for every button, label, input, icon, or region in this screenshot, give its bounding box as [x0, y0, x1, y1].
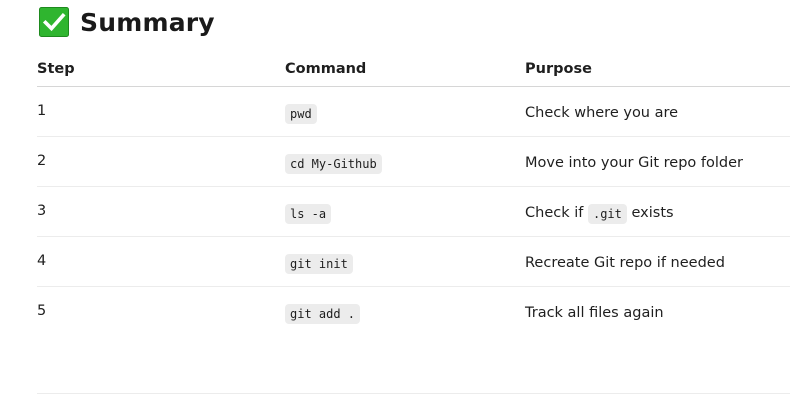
table-row: 5 git add . Track all files again [37, 287, 790, 336]
command-code: pwd [285, 104, 317, 124]
step-number: 1 [37, 103, 47, 119]
header-command: Command [285, 61, 367, 77]
purpose-cell: Move into your Git repo folder [525, 155, 743, 171]
command-cell: ls -a [285, 203, 332, 224]
header-purpose: Purpose [525, 61, 592, 77]
check-mark-icon [39, 7, 69, 37]
summary-title: Summary [80, 7, 215, 37]
header-step: Step [37, 61, 75, 77]
step-number: 2 [37, 153, 47, 169]
table-row: 1 pwd Check where you are [37, 87, 790, 137]
command-code: ls -a [285, 204, 332, 224]
command-cell: pwd [285, 103, 317, 124]
command-code: git add . [285, 304, 361, 324]
command-cell: cd My-Github [285, 153, 382, 174]
purpose-cell: Recreate Git repo if needed [525, 255, 725, 271]
purpose-cell: Track all files again [525, 305, 664, 321]
step-number: 4 [37, 253, 47, 269]
summary-heading: Summary [39, 4, 215, 40]
divider [37, 393, 790, 394]
table-row: 4 git init Recreate Git repo if needed [37, 237, 790, 287]
command-cell: git init [285, 253, 353, 274]
table-row: 2 cd My-Github Move into your Git repo f… [37, 137, 790, 187]
command-code: cd My-Github [285, 154, 382, 174]
table-row: 3 ls -a Check if .git exists [37, 187, 790, 237]
command-cell: git add . [285, 303, 361, 324]
purpose-cell: Check where you are [525, 105, 679, 121]
table-header-row: Step Command Purpose [37, 51, 790, 87]
purpose-text-after: exists [631, 205, 674, 221]
step-number: 3 [37, 203, 47, 219]
summary-table: Step Command Purpose 1 pwd Check where y… [37, 51, 790, 336]
command-code: git init [285, 254, 353, 274]
purpose-cell: Check if .git exists [525, 203, 674, 224]
purpose-text-before: Check if [525, 205, 584, 221]
inline-code: .git [587, 204, 627, 224]
step-number: 5 [37, 303, 47, 319]
